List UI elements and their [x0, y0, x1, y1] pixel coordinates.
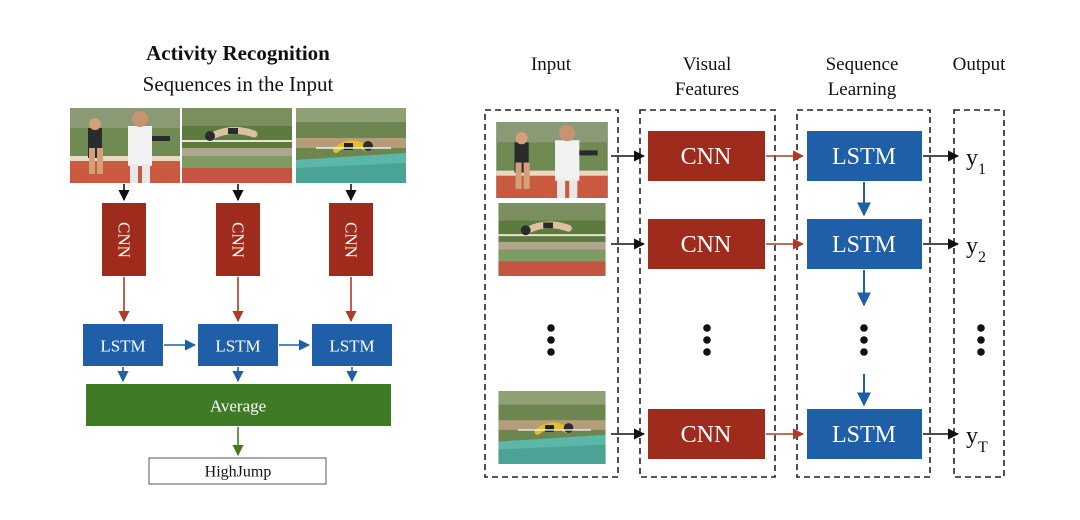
right-lstm-2-label: LSTM	[832, 232, 896, 258]
right-cnn-1-label: CNN	[681, 144, 732, 170]
header-sequence-line1: Sequence	[826, 54, 899, 75]
result-box: HighJump	[148, 457, 327, 485]
ellipsis-visual-features	[703, 324, 711, 356]
result-label: HighJump	[205, 464, 272, 481]
right-cnn-3-label: CNN	[681, 422, 732, 448]
header-sequence-line2: Learning	[828, 79, 897, 100]
left-lstm-2: LSTM	[198, 324, 278, 366]
average-label: Average	[210, 397, 266, 416]
left-title: Activity Recognition	[146, 41, 330, 65]
right-lstm-1-label: LSTM	[832, 144, 896, 170]
header-visual-line1: Visual	[683, 54, 731, 75]
output-y2: y2	[966, 233, 986, 266]
ellipsis-input	[547, 324, 555, 356]
left-subtitle: Sequences in the Input	[143, 72, 334, 96]
left-frame-1-image	[70, 108, 180, 183]
header-input: Input	[531, 54, 572, 75]
left-frame-2-image	[182, 108, 292, 183]
left-lstm-3: LSTM	[312, 324, 392, 366]
average-box: Average	[86, 384, 391, 426]
left-lstm-1: LSTM	[83, 324, 163, 366]
right-cnn-2-label: CNN	[681, 232, 732, 258]
left-panel: Activity Recognition Sequences in the In…	[70, 41, 406, 485]
right-cnn-2: CNN	[648, 219, 765, 269]
ellipsis-sequence-learning	[860, 324, 868, 356]
right-panel: Input Visual Features Sequence Learning …	[484, 54, 1007, 478]
header-visual-line2: Features	[675, 79, 739, 100]
left-frame-3-image	[296, 108, 406, 183]
right-cnn-1: CNN	[648, 131, 765, 181]
left-lstm-3-label: LSTM	[329, 337, 374, 356]
right-cnn-3: CNN	[648, 409, 765, 459]
right-lstm-3: LSTM	[807, 409, 922, 459]
right-lstm-1: LSTM	[807, 131, 922, 181]
right-frame-2-image	[498, 203, 605, 276]
left-cnn-1: CNN	[102, 203, 146, 276]
left-cnn-3: CNN	[329, 203, 373, 276]
output-column-box	[953, 109, 1005, 478]
left-lstm-2-label: LSTM	[215, 337, 260, 356]
right-frame-3-image	[498, 391, 605, 464]
visual-features-column-box	[639, 109, 776, 478]
right-lstm-3-label: LSTM	[832, 422, 896, 448]
left-cnn-3-label: CNN	[342, 222, 361, 258]
left-cnn-2: CNN	[216, 203, 260, 276]
left-cnn-1-label: CNN	[115, 222, 134, 258]
right-frame-1-image	[496, 122, 608, 198]
left-lstm-1-label: LSTM	[100, 337, 145, 356]
ellipsis-output	[977, 324, 985, 356]
right-lstm-2: LSTM	[807, 219, 922, 269]
output-yT: yT	[966, 423, 988, 456]
left-cnn-2-label: CNN	[229, 222, 248, 258]
output-y1: y1	[966, 145, 986, 178]
header-output: Output	[953, 54, 1007, 75]
